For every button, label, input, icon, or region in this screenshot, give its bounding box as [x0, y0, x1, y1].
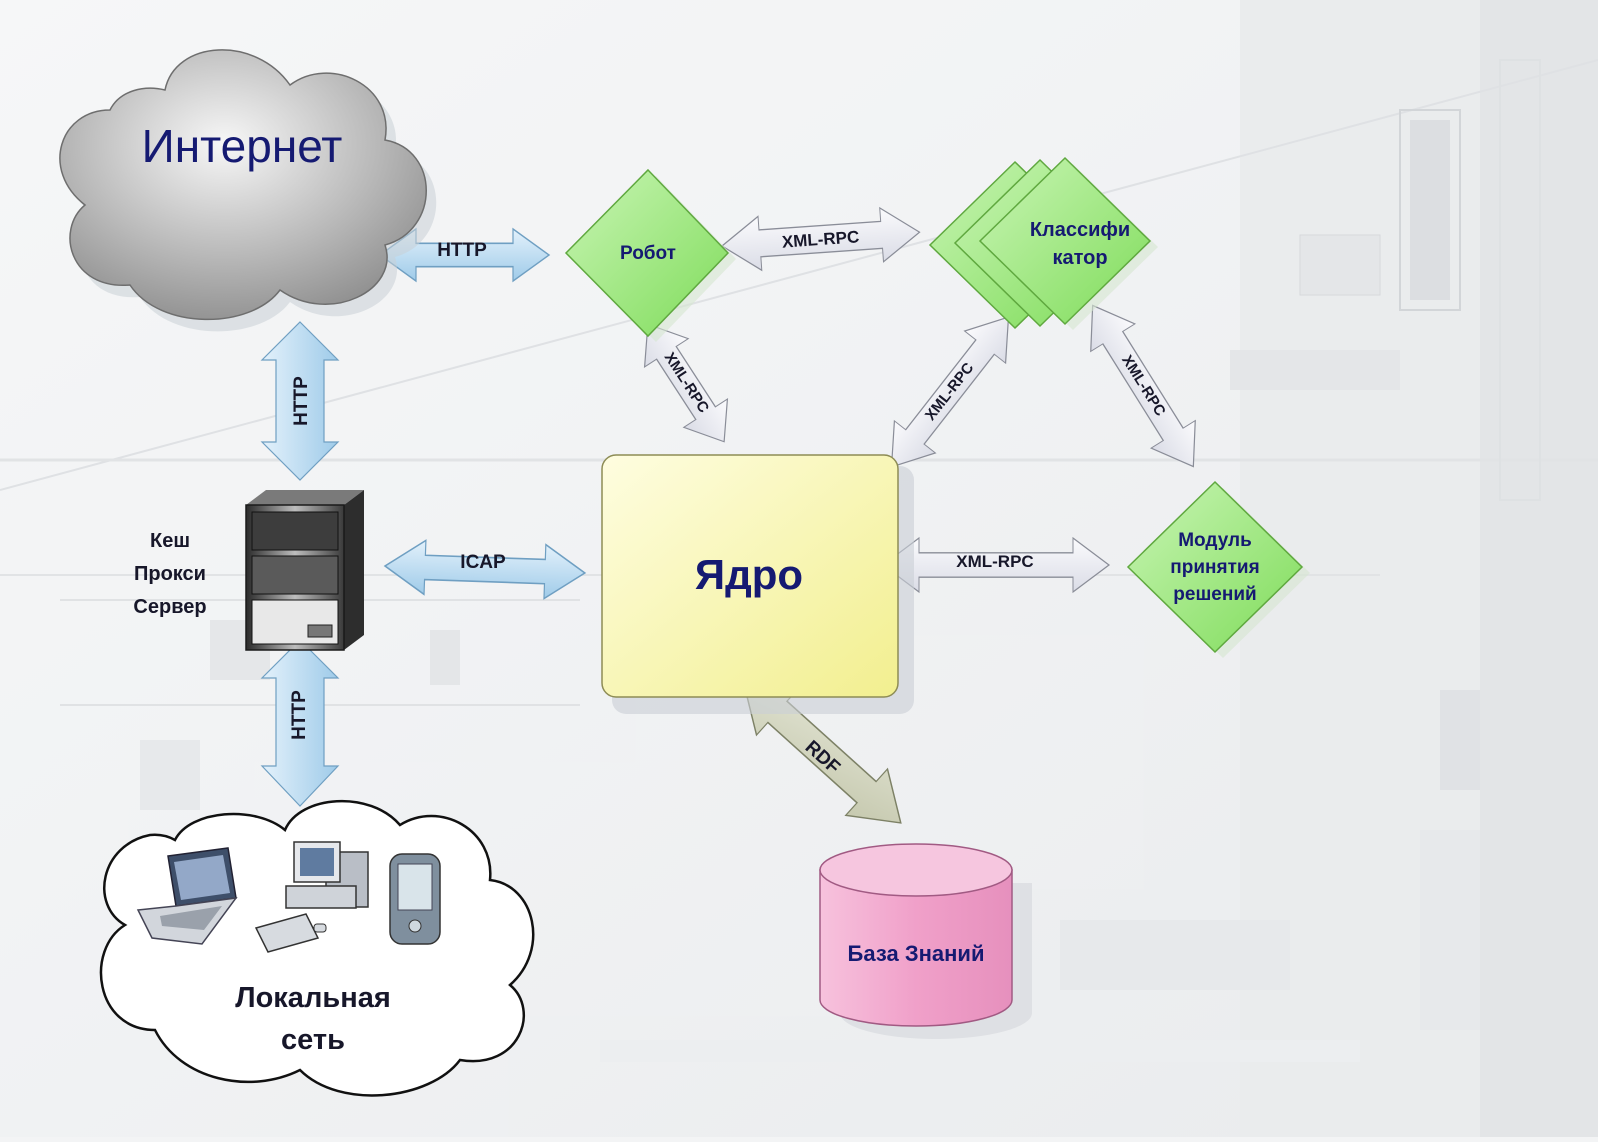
robot-label: Робот [620, 243, 676, 264]
arrow-internet-proxy: HTTP [260, 321, 340, 481]
pda-icon [389, 853, 441, 945]
link-label-core-decision: XML-RPC [956, 552, 1033, 571]
internet-label: Интернет [142, 120, 343, 172]
decision-label-line2: принятия [1170, 557, 1259, 578]
lan-label-line2: сеть [281, 1024, 345, 1056]
core-node: Ядро [601, 454, 914, 714]
classifier-node: Классифи катор [928, 156, 1158, 330]
lan-cloud: Локальная сеть [99, 799, 535, 1097]
link-label-internet-proxy: HTTP [291, 376, 312, 426]
laptop-icon [136, 847, 238, 945]
decision-label-line3: решений [1173, 584, 1256, 605]
database-cylinder-icon [819, 843, 1032, 1039]
classifier-label-line2: катор [1052, 247, 1107, 269]
decision-label-line1: Модуль [1178, 530, 1252, 551]
kb-label: База Знаний [848, 941, 985, 966]
cloud-icon [59, 49, 437, 332]
link-label-internet-robot: HTTP [437, 240, 487, 261]
robot-node: Робот [564, 168, 736, 342]
server-icon [245, 490, 364, 651]
arrow-core-kb: RDF [742, 680, 902, 824]
arrow-proxy-lan: HTTP [260, 639, 340, 807]
desktop-computer-icon [254, 841, 369, 953]
lan-label-line1: Локальная [235, 982, 391, 1014]
proxy-server-node: Кеш Прокси Сервер [133, 490, 364, 651]
classifier-label-line1: Классифи [1030, 219, 1130, 241]
decision-node: Модуль принятия решений [1126, 480, 1310, 658]
proxy-label-line2: Прокси [134, 563, 206, 585]
link-label-proxy-core: ICAP [460, 552, 506, 573]
internet-cloud: Интернет [59, 49, 437, 332]
arrow-proxy-core: ICAP [383, 539, 587, 600]
knowledge-base-node: База Знаний [819, 843, 1032, 1039]
core-label: Ядро [695, 551, 803, 598]
proxy-label-line3: Сервер [133, 596, 206, 618]
arrow-core-decision: XML-RPC [881, 536, 1111, 594]
arrow-robot-classifier: XML-RPC [720, 206, 921, 272]
proxy-label-line1: Кеш [150, 530, 190, 552]
link-label-proxy-lan: HTTP [289, 690, 310, 740]
